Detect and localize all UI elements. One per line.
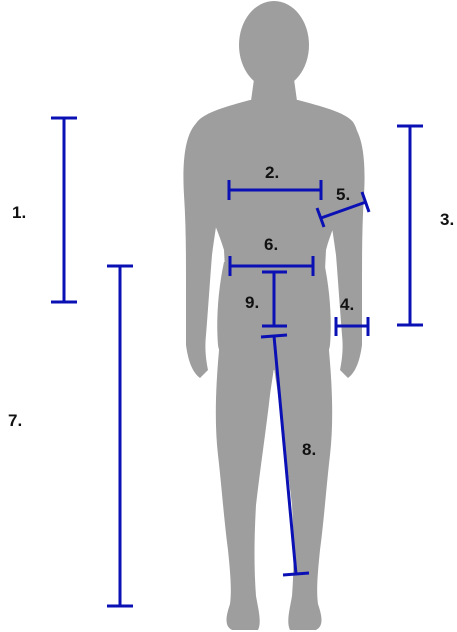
label-8: 8. (302, 440, 316, 459)
label-2: 2. (265, 163, 279, 182)
measure-line-7 (107, 264, 133, 608)
label-7: 7. (8, 411, 22, 430)
measure-line-4 (334, 317, 370, 336)
label-9: 9. (245, 293, 259, 312)
figure-neck (250, 72, 298, 108)
figure-right-leg (274, 340, 333, 630)
figure-left-arm (183, 120, 226, 378)
label-6: 6. (264, 235, 278, 254)
figure-torso (191, 100, 359, 290)
label-1: 1. (12, 203, 26, 222)
figure-right-arm (322, 120, 365, 378)
measure-line-9 (262, 270, 287, 328)
measure-line-6 (228, 256, 315, 276)
measure-line-1 (51, 116, 77, 304)
label-3: 3. (440, 210, 454, 229)
measure-line-8 (260, 333, 310, 577)
label-5: 5. (336, 185, 350, 204)
figure-head (239, 1, 309, 89)
human-figure-silhouette (183, 1, 365, 630)
measure-line-3 (397, 124, 423, 327)
label-4: 4. (340, 295, 354, 314)
measure-line-5 (315, 191, 371, 228)
measure-line-2 (227, 180, 323, 200)
figure-left-leg (215, 340, 274, 630)
